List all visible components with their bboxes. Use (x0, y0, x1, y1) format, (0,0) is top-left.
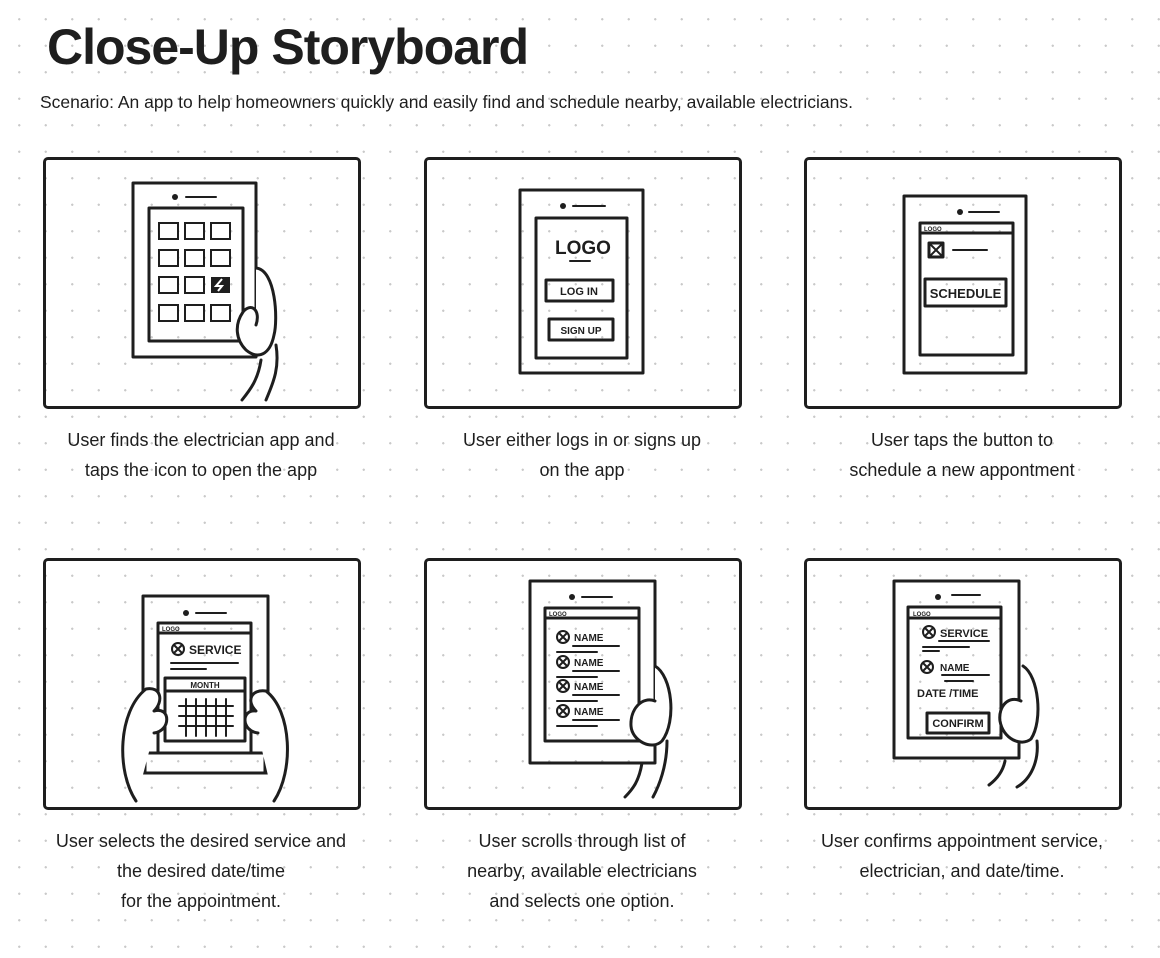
caption-line: nearby, available electricians (467, 861, 697, 881)
storyboard-frame-1 (43, 157, 361, 409)
sketch-logo-text: LOGO (924, 227, 942, 233)
sketch-logo-text: LOGO (555, 238, 611, 259)
sketch-signup-button: SIGN UP (560, 326, 601, 337)
caption-line: User taps the button to (870, 430, 1054, 450)
sketch-logo-text: LOGO (913, 612, 931, 618)
caption-line: schedule a new appontment (849, 460, 1075, 480)
sketch-name: NAME (574, 633, 604, 644)
caption-line: on the app (539, 460, 625, 480)
sketch-name: NAME (574, 658, 604, 669)
sketch-month-header: MONTH (190, 681, 220, 690)
caption-line: User either logs in or signs up (462, 430, 702, 450)
caption-line: the desired date/time (116, 861, 286, 881)
page-title: Close-Up Storyboard (47, 19, 529, 75)
hand-sketch (235, 266, 278, 357)
phone-service-calendar-sketch: LOGO SERVICE MONTH (121, 594, 289, 803)
sketch-logo-text: LOGO (162, 627, 180, 633)
caption-2: User either logs in or signs up on the a… (402, 425, 762, 485)
caption-1: User finds the electrician app and taps … (21, 425, 381, 485)
caption-line: taps the icon to open the app (84, 460, 318, 480)
sketch-list-item: NAME (556, 655, 620, 678)
electrician-app-icon (211, 277, 230, 293)
hand-sketch (998, 664, 1040, 744)
scenario-text: Scenario: An app to help homeowners quic… (40, 92, 853, 112)
caption-line: User finds the electrician app and (67, 430, 335, 450)
storyboard-frame-3: LOGO SCHEDULE (804, 157, 1122, 409)
caption-line: electrician, and date/time. (859, 861, 1065, 881)
phone-electrician-list-sketch: LOGO NAME NAME NAME NAME (528, 579, 673, 799)
sketch-logo-text: LOGO (549, 612, 567, 618)
sketch-name: NAME (574, 707, 604, 718)
sketch-list-item: NAME (556, 630, 620, 653)
hand-sketch (629, 664, 673, 747)
caption-line: and selects one option. (489, 891, 675, 911)
sketch-confirm-button: CONFIRM (932, 718, 983, 730)
phone-confirm-sketch: LOGO SERVICE NAME DATE /TIME CONFIRM (892, 579, 1040, 789)
storyboard-frame-2: LOGO LOG IN SIGN UP (424, 157, 742, 409)
caption-3: User taps the button to schedule a new a… (782, 425, 1142, 485)
caption-line: for the appointment. (120, 891, 282, 911)
storyboard-frame-4: LOGO SERVICE MONTH (43, 558, 361, 810)
sketch-datetime-text: DATE /TIME (917, 688, 979, 700)
phone-schedule-sketch: LOGO SCHEDULE (902, 194, 1028, 375)
sketch-list-item: NAME (556, 704, 620, 727)
sketch-service-text: SERVICE (189, 643, 241, 657)
caption-5: User scrolls through list of nearby, ava… (402, 826, 762, 916)
sketch-name-text: NAME (940, 663, 970, 674)
caption-line: User scrolls through list of (478, 831, 686, 851)
sketch-list-item: NAME (556, 679, 620, 702)
phone-login-sketch: LOGO LOG IN SIGN UP (518, 188, 645, 375)
caption-line: User selects the desired service and (55, 831, 347, 851)
storyboard-frame-6: LOGO SERVICE NAME DATE /TIME CONFIRM (804, 558, 1122, 810)
right-hand-sketch (243, 689, 289, 803)
sketch-service-text: SERVICE (940, 628, 988, 640)
sketch-schedule-button: SCHEDULE (930, 286, 1002, 301)
caption-4: User selects the desired service and the… (21, 826, 381, 916)
left-hand-sketch (121, 687, 169, 803)
tablet-home-screen-sketch (131, 181, 279, 402)
sketch-name: NAME (574, 682, 604, 693)
caption-6: User confirms appointment service, elect… (782, 826, 1142, 886)
sketch-login-button: LOG IN (560, 286, 598, 298)
storyboard-frame-5: LOGO NAME NAME NAME NAME (424, 558, 742, 810)
caption-line: User confirms appointment service, (820, 831, 1104, 851)
